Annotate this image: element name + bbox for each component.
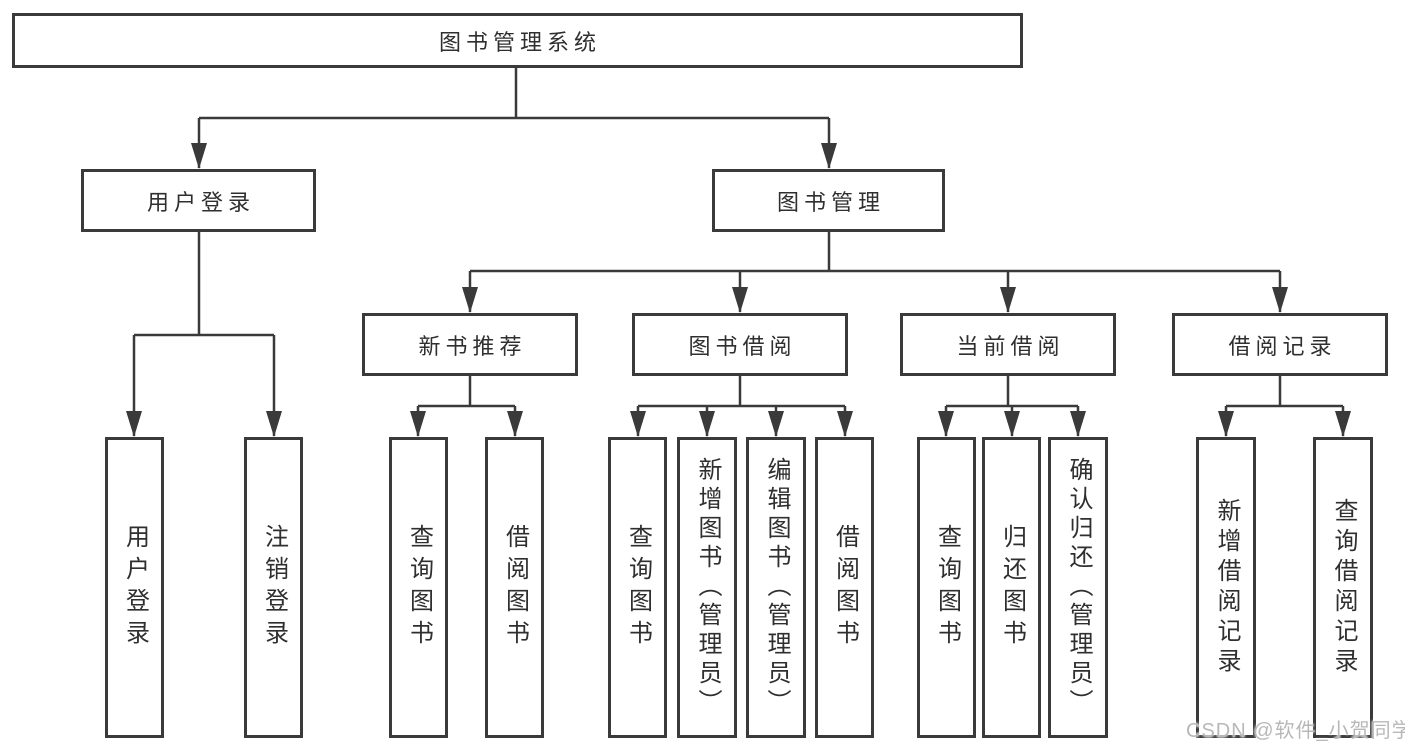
node-query-books-recommend: 查询图书	[389, 437, 448, 738]
node-query-books-current: 查询图书	[917, 437, 976, 738]
node-query-books-borrowing: 查询图书	[608, 437, 667, 738]
node-borrow-books-recommend: 借阅图书	[485, 437, 544, 738]
node-add-borrowing-record: 新增借阅记录	[1196, 437, 1256, 738]
node-return-books: 归还图书	[982, 437, 1041, 738]
node-book-management: 图书管理	[712, 169, 945, 232]
node-edit-books-admin: 编辑图书（管理员）	[746, 437, 806, 738]
node-logout: 注销登录	[244, 437, 303, 738]
node-library-management-system: 图书管理系统	[12, 13, 1023, 68]
node-current-borrowing: 当前借阅	[900, 313, 1116, 376]
node-user-login: 用户登录	[105, 437, 164, 738]
node-query-borrowing-record: 查询借阅记录	[1313, 437, 1373, 738]
node-book-borrowing: 图书借阅	[632, 313, 848, 376]
node-user-login-group: 用户登录	[81, 169, 316, 232]
csdn-watermark: CSDN @软件_小贺同学	[1186, 720, 1405, 742]
node-borrow-books-borrowing: 借阅图书	[815, 437, 874, 738]
node-new-book-recommendation: 新书推荐	[362, 313, 578, 376]
node-add-books-admin: 新增图书（管理员）	[677, 437, 737, 738]
node-confirm-return-admin: 确认归还（管理员）	[1048, 437, 1108, 738]
node-borrowing-records: 借阅记录	[1172, 313, 1388, 376]
